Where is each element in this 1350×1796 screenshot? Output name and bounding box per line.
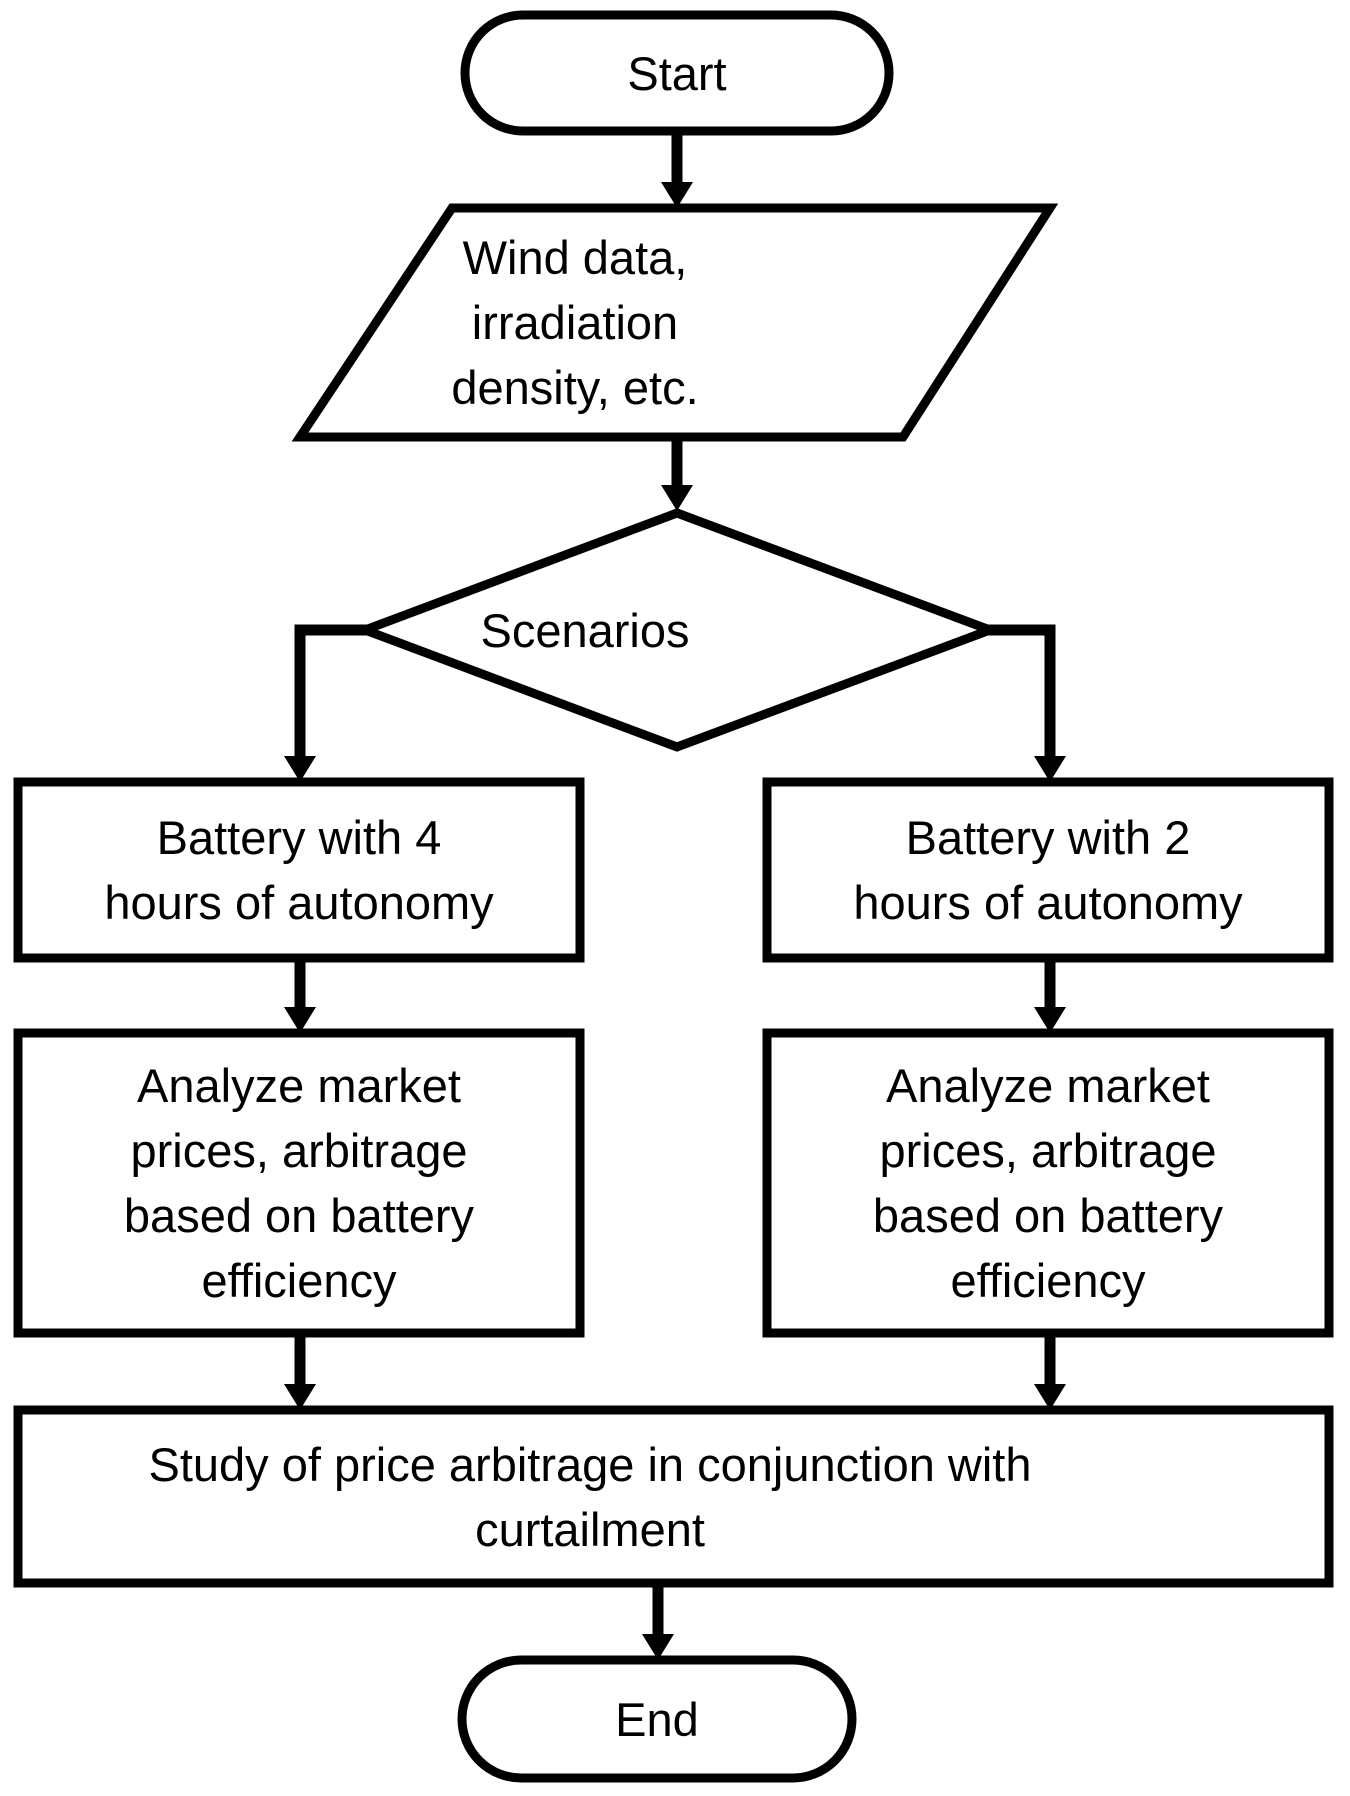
analyze-left-label-line: based on battery [123, 1189, 475, 1242]
arrow-study-to-end [642, 1581, 674, 1660]
input-label-line: irradiation [471, 295, 679, 349]
analyze-right-box-shape [762, 1028, 1334, 1338]
arrow-decision-to-battery2 [980, 624, 1066, 782]
input-parallelogram-shape [291, 203, 1059, 442]
analyze-left-box-shape [13, 1028, 585, 1338]
battery-4-label-line: hours of autonomy [104, 876, 494, 929]
analyze-left-label-line: efficiency [201, 1254, 397, 1307]
analyze-right-label: Analyze market prices, arbitrage based o… [767, 1033, 1329, 1333]
arrow-input-to-decision [661, 437, 693, 511]
analyze-right-label-line: prices, arbitrage [879, 1124, 1217, 1177]
study-box-shape [13, 1405, 1334, 1588]
start-label: Start [465, 15, 889, 131]
start-label-text: Start [627, 46, 727, 100]
study-label-line: Study of price arbitrage in conjunction … [148, 1437, 1032, 1491]
analyze-right-label-line: based on battery [872, 1189, 1224, 1242]
end-label-text: End [615, 1692, 699, 1746]
arrow-analyze-left-to-study [284, 1331, 316, 1410]
battery-4-label: Battery with 4 hours of autonomy [18, 782, 580, 958]
battery-2-label-line: hours of autonomy [853, 876, 1243, 929]
battery-4-label-line: Battery with 4 [156, 811, 442, 864]
start-terminator-shape [460, 10, 894, 136]
decision-label-text: Scenarios [480, 603, 690, 657]
input-label-line: density, etc. [451, 360, 699, 414]
input-label-line: Wind data, [462, 230, 688, 284]
end-terminator-shape [457, 1655, 857, 1783]
analyze-right-label-line: efficiency [950, 1254, 1146, 1307]
analyze-right-label-line: Analyze market [886, 1059, 1210, 1112]
arrow-start-to-input [661, 126, 693, 208]
battery-2-label-line: Battery with 2 [905, 811, 1191, 864]
study-label-line: curtailment [475, 1502, 705, 1556]
arrow-battery2-to-analyze-right [1034, 956, 1066, 1033]
study-label: Study of price arbitrage in conjunction … [18, 1410, 1162, 1583]
battery-4-box-shape [13, 777, 585, 963]
input-label: Wind data, irradiation density, etc. [275, 222, 875, 422]
arrow-analyze-right-to-study [1034, 1331, 1066, 1410]
decision-label: Scenarios [385, 597, 785, 663]
analyze-left-label: Analyze market prices, arbitrage based o… [18, 1033, 580, 1333]
battery-2-box-shape [762, 777, 1334, 963]
end-label: End [462, 1660, 852, 1778]
arrow-battery4-to-analyze-left [284, 956, 316, 1033]
arrow-decision-to-battery4 [284, 624, 374, 782]
battery-2-label: Battery with 2 hours of autonomy [767, 782, 1329, 958]
analyze-left-label-line: Analyze market [137, 1059, 461, 1112]
decision-diamond-shape [352, 508, 1003, 752]
analyze-left-label-line: prices, arbitrage [130, 1124, 468, 1177]
